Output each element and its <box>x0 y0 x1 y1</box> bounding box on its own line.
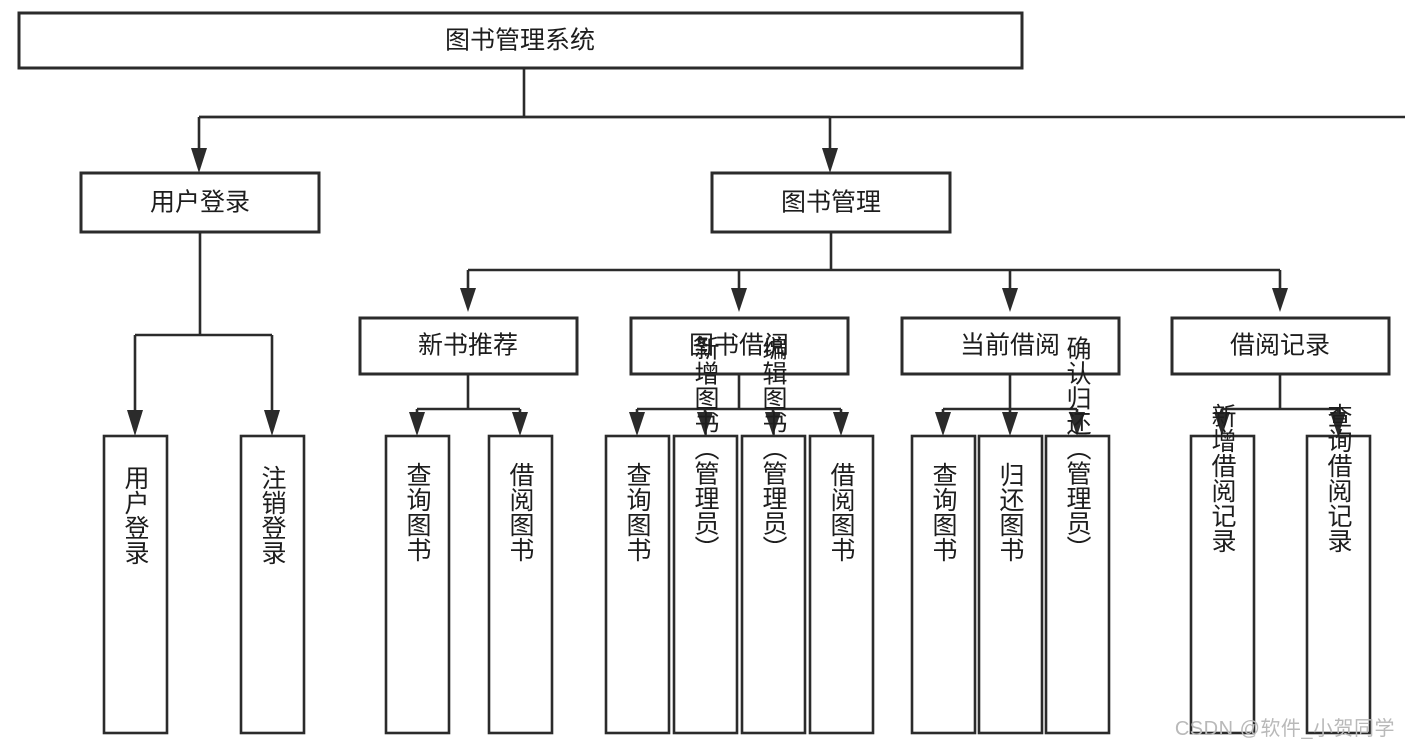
arrow-head-icon <box>191 148 207 173</box>
node-user-login-label: 用户登录 <box>150 189 250 217</box>
arrow-head-icon <box>1069 412 1085 436</box>
leaf-return-book-label: 归还图书 <box>996 462 1025 562</box>
leaf-borrow-book-recommend-label: 借阅图书 <box>506 462 535 562</box>
leaf-add-borrow-record[interactable]: 新增借阅记录 <box>1189 403 1256 735</box>
leaf-query-book-recommend-box[interactable] <box>384 434 451 735</box>
leaf-query-book-current[interactable]: 查询图书 <box>910 434 977 735</box>
leaf-borrow-book-label: 借阅图书 <box>827 462 856 562</box>
arrow-head-icon <box>1214 412 1230 436</box>
arrow-head-icon <box>629 412 645 436</box>
arrow-head-icon <box>765 412 781 436</box>
arrow-head-icon <box>1272 288 1288 312</box>
leaf-user-login-box[interactable] <box>102 434 169 735</box>
leaf-add-book-admin-label: 新增图书（管理员） <box>691 336 720 561</box>
connector-borrow-record-to-leaves <box>1214 374 1346 436</box>
arrow-head-icon <box>1002 288 1018 312</box>
arrow-head-icon <box>935 412 951 436</box>
node-root-label: 图书管理系统 <box>445 27 595 55</box>
connector-root-to-level2 <box>191 68 1405 173</box>
arrow-head-icon <box>1002 412 1018 436</box>
leaf-add-borrow-record-box[interactable] <box>1189 434 1256 735</box>
node-new-book-recommend[interactable]: 新书推荐 <box>358 316 579 376</box>
leaf-query-borrow-record-label: 查询借阅记录 <box>1324 403 1353 553</box>
leaf-add-borrow-record-label: 新增借阅记录 <box>1208 403 1237 553</box>
leaf-add-book-admin[interactable]: 新增图书（管理员） <box>672 336 739 735</box>
leaf-query-book-current-label: 查询图书 <box>929 462 958 562</box>
leaf-query-book-borrow-label: 查询图书 <box>623 462 652 562</box>
leaf-edit-book-admin[interactable]: 编辑图书（管理员） <box>740 336 807 735</box>
arrow-head-icon <box>264 410 280 436</box>
node-book-borrow[interactable]: 图书借阅 <box>629 316 850 376</box>
arrow-head-icon <box>409 412 425 436</box>
csdn-watermark: CSDN @软件_小贺同学 <box>1174 718 1395 740</box>
node-new-book-recommend-box[interactable] <box>358 316 579 376</box>
arrow-head-icon <box>1330 412 1346 436</box>
arrow-head-icon <box>833 412 849 436</box>
node-user-login-box[interactable] <box>79 171 321 234</box>
node-book-management-label: 图书管理 <box>781 189 881 217</box>
arrow-head-icon <box>731 288 747 312</box>
leaf-add-book-admin-box[interactable] <box>672 434 739 735</box>
leaf-edit-book-admin-box[interactable] <box>740 434 807 735</box>
leaf-query-book-current-box[interactable] <box>910 434 977 735</box>
arrow-head-icon <box>697 412 713 436</box>
leaf-logout-box[interactable] <box>239 434 306 735</box>
leaf-borrow-book[interactable]: 借阅图书 <box>808 434 875 735</box>
node-root-box[interactable] <box>17 11 1024 70</box>
connector-current-borrow-to-leaves <box>935 374 1085 436</box>
node-new-book-recommend-label: 新书推荐 <box>418 332 518 360</box>
leaf-logout[interactable]: 注销登录 <box>239 434 306 735</box>
node-root[interactable]: 图书管理系统 <box>17 11 1024 70</box>
leaf-return-book-box[interactable] <box>977 434 1044 735</box>
node-borrow-record-label: 借阅记录 <box>1230 332 1330 360</box>
arrow-head-icon <box>460 288 476 312</box>
leaf-confirm-return-admin-label: 确认归还（管理员） <box>1063 336 1092 561</box>
arrow-head-icon <box>822 148 838 173</box>
leaf-user-login[interactable]: 用户登录 <box>102 434 169 735</box>
node-book-management[interactable]: 图书管理 <box>710 171 952 234</box>
leaf-query-book-recommend[interactable]: 查询图书 <box>384 434 451 735</box>
leaf-borrow-book-box[interactable] <box>808 434 875 735</box>
node-borrow-record[interactable]: 借阅记录 <box>1170 316 1391 376</box>
node-user-login[interactable]: 用户登录 <box>79 171 321 234</box>
node-current-borrow-label: 当前借阅 <box>960 332 1060 360</box>
connector-book-borrow-to-leaves <box>629 374 849 436</box>
leaf-query-book-borrow-box[interactable] <box>604 434 671 735</box>
leaf-query-borrow-record[interactable]: 查询借阅记录 <box>1305 403 1372 735</box>
leaf-confirm-return-admin[interactable]: 确认归还（管理员） <box>1044 336 1111 735</box>
connector-new-book-recommend-to-leaves <box>409 374 528 436</box>
leaf-edit-book-admin-label: 编辑图书（管理员） <box>759 336 788 561</box>
arrow-head-icon <box>512 412 528 436</box>
leaf-query-book-recommend-label: 查询图书 <box>403 462 432 562</box>
leaf-return-book[interactable]: 归还图书 <box>977 434 1044 735</box>
connector-user-login-to-leaves <box>127 232 280 436</box>
leaf-borrow-book-recommend-box[interactable] <box>487 434 554 735</box>
leaf-user-login-label: 用户登录 <box>121 465 150 565</box>
leaf-borrow-book-recommend[interactable]: 借阅图书 <box>487 434 554 735</box>
leaf-logout-label: 注销登录 <box>258 465 287 565</box>
leaf-query-book-borrow[interactable]: 查询图书 <box>604 434 671 735</box>
leaf-query-borrow-record-box[interactable] <box>1305 434 1372 735</box>
node-book-borrow-label: 图书借阅 <box>689 332 789 360</box>
node-borrow-record-box[interactable] <box>1170 316 1391 376</box>
connector-book-management-to-level3 <box>460 232 1288 312</box>
arrow-head-icon <box>127 410 143 436</box>
leaf-confirm-return-admin-box[interactable] <box>1044 434 1111 735</box>
